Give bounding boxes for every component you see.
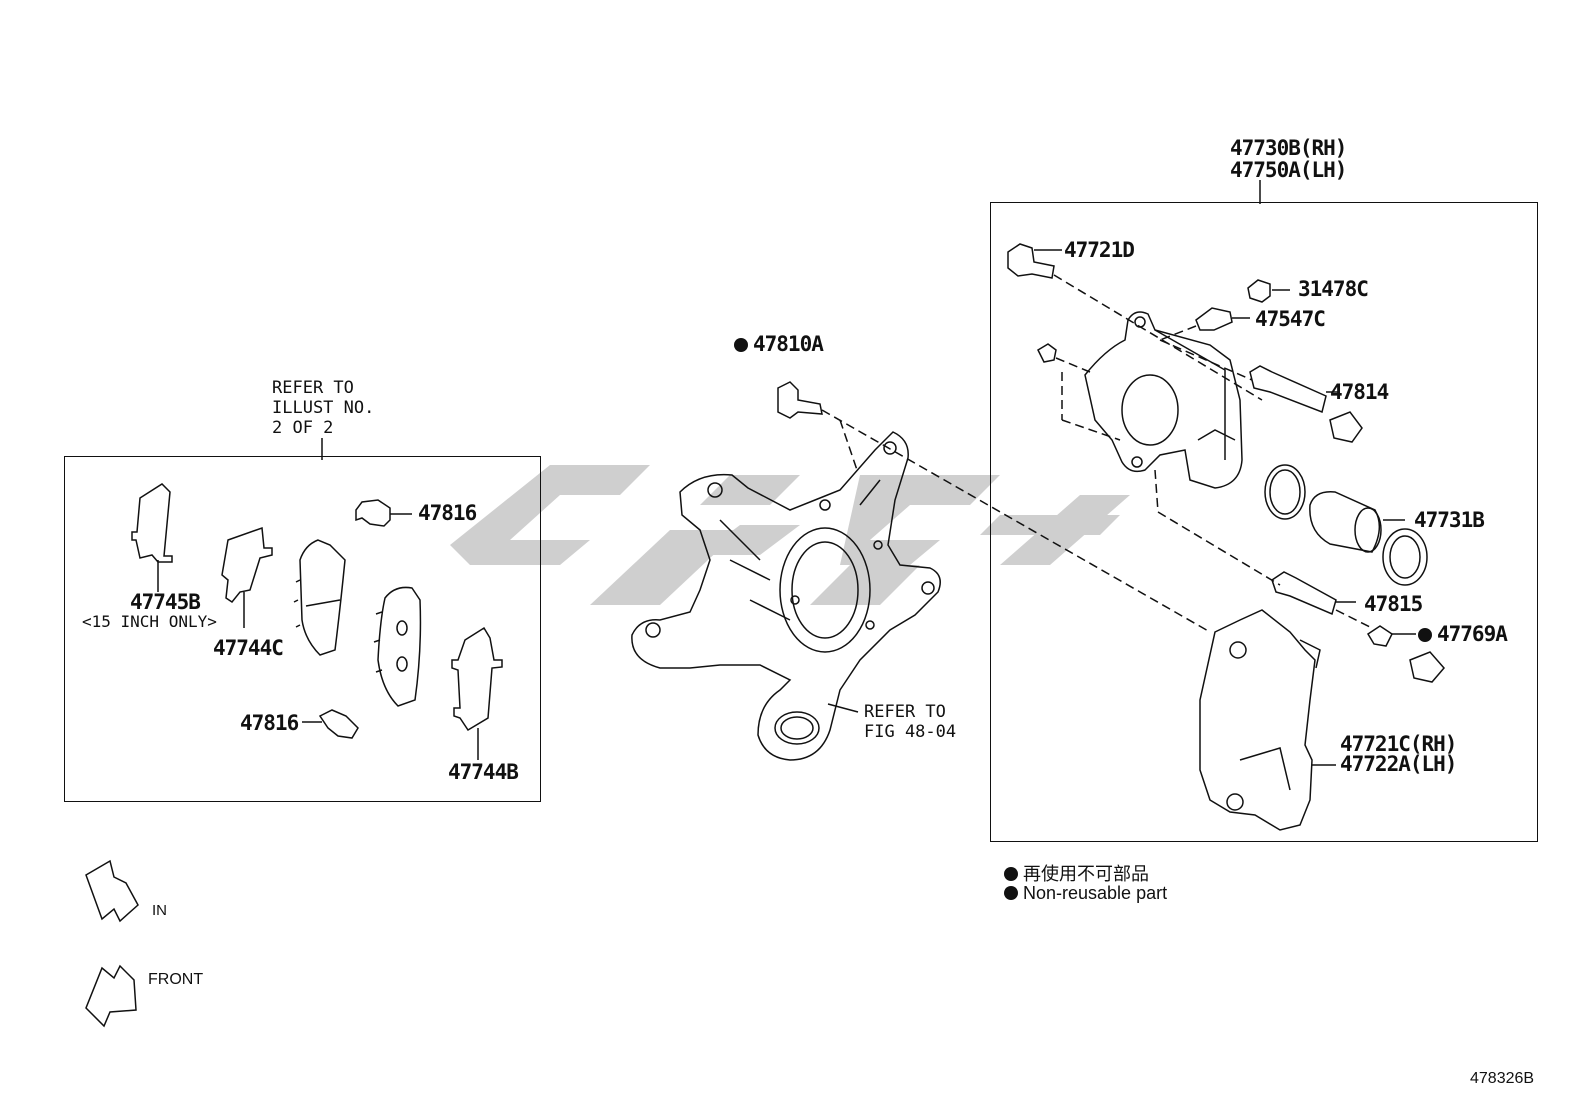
shim-47744c-icon xyxy=(221,526,273,628)
brake-pad-inner-icon xyxy=(293,539,346,656)
piston-seal-icon xyxy=(1264,464,1306,520)
knuckle-refer-line-1: REFER TO xyxy=(864,702,946,722)
part-label-47816-top[interactable]: 47816 xyxy=(418,501,477,525)
boot-47815-icon xyxy=(1409,651,1445,683)
legend-en: Non-reusable part xyxy=(1004,883,1167,904)
pads-refer-line-1: REFER TO xyxy=(272,378,354,398)
legend-dot-icon xyxy=(1004,867,1018,881)
part-label-31478c[interactable]: 31478C xyxy=(1298,277,1369,301)
diagram-id: 478326B xyxy=(1470,1070,1535,1087)
assy-label-rh[interactable]: 47730B(RH) xyxy=(1230,136,1347,160)
part-label-47721d[interactable]: 47721D xyxy=(1064,238,1135,262)
part-label-bracket-lh[interactable]: 47722A(LH) xyxy=(1340,752,1457,776)
part-label-47744c[interactable]: 47744C xyxy=(213,636,284,660)
knuckle-refer-line-2: FIG 48-04 xyxy=(864,722,957,742)
clip-47816-bottom-icon xyxy=(302,709,359,739)
part-label-47731b[interactable]: 47731B xyxy=(1414,508,1485,532)
piston-47731b-icon xyxy=(1309,491,1382,553)
bolt-47810a-icon xyxy=(777,381,823,419)
front-arrow-icon xyxy=(85,964,137,1028)
caliper-assembly-box xyxy=(990,202,1538,842)
bleeder-screw-47547c-icon xyxy=(1195,307,1250,331)
in-arrow-icon xyxy=(85,859,139,923)
part-label-bracket-rh[interactable]: 47721C(RH) xyxy=(1340,732,1457,756)
in-label: IN xyxy=(152,902,167,919)
part-label-47815[interactable]: 47815 xyxy=(1364,592,1423,616)
pin-47814-icon xyxy=(1249,365,1340,414)
boot-47814-icon xyxy=(1329,411,1363,443)
brake-pad-outer-icon xyxy=(373,586,422,707)
pads-refer-line-3: 2 OF 2 xyxy=(272,418,334,438)
part-label-47744b[interactable]: 47744B xyxy=(448,760,519,784)
pin-47815-icon xyxy=(1271,571,1356,616)
shim-47745b-icon xyxy=(131,483,173,592)
part-note-15-inch-only: <15 INCH ONLY> xyxy=(82,612,217,631)
pads-refer-line-2: ILLUST NO. xyxy=(272,398,375,418)
bolt-47769a-icon xyxy=(1366,625,1393,647)
bleeder-cap-31478c-icon xyxy=(1247,279,1290,303)
part-label-47547c[interactable]: 47547C xyxy=(1255,307,1326,331)
part-label-47814[interactable]: 47814 xyxy=(1330,380,1389,404)
piston-boot-icon xyxy=(1382,528,1428,586)
watermark-logo xyxy=(450,465,1130,605)
caliper-body-icon xyxy=(1084,311,1243,489)
part-label-47816-bottom[interactable]: 47816 xyxy=(240,711,299,735)
bolt-47721d-icon xyxy=(1007,243,1062,279)
legend-dot-icon xyxy=(1004,886,1018,900)
steering-knuckle-icon xyxy=(631,431,941,761)
part-label-47769a[interactable]: 47769A xyxy=(1418,622,1508,646)
caliper-bracket-icon xyxy=(1199,609,1321,831)
assy-label-lh[interactable]: 47750A(LH) xyxy=(1230,158,1347,182)
clip-47816-top-icon xyxy=(355,499,412,527)
front-label: FRONT xyxy=(148,971,204,988)
part-label-47745b[interactable]: 47745B xyxy=(130,590,201,614)
legend-jp: 再使用不可部品 xyxy=(1004,860,1149,886)
non-reusable-dot-icon xyxy=(734,338,748,352)
non-reusable-dot-icon xyxy=(1418,628,1432,642)
part-label-47810a[interactable]: 47810A xyxy=(734,332,824,356)
shim-47744b-icon xyxy=(451,626,503,760)
pad-kit-box xyxy=(64,456,541,802)
